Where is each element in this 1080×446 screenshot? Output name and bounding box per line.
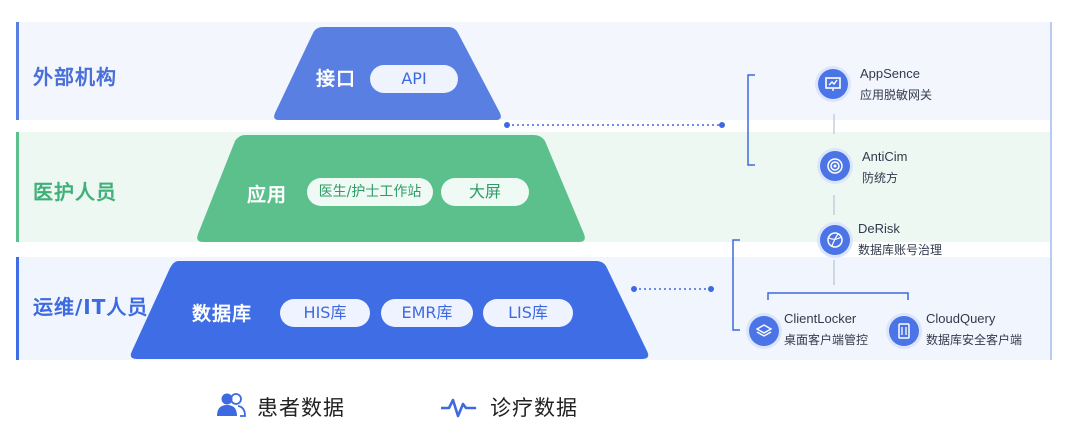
product-desc-appsence: 应用脱敏网关 <box>860 88 933 102</box>
product-name-clientlocker: ClientLocker <box>784 311 857 326</box>
band-external-accent <box>16 22 19 120</box>
product-name-anticim: AntiCim <box>862 149 908 164</box>
product-desc-derisk: 数据库账号治理 <box>858 243 943 257</box>
tier-label-medical: 医护人员 <box>33 180 117 204</box>
tier-title-ops: 数据库 <box>192 303 253 325</box>
globe-network-icon <box>820 225 850 255</box>
band-external <box>16 22 1052 120</box>
product-desc-cloudquery: 数据库安全客户端 <box>926 333 1023 347</box>
legend-label-clinical: 诊疗数据 <box>490 396 578 420</box>
pill-api: API <box>370 65 458 93</box>
band-medical-accent <box>16 132 19 242</box>
pill-lis: LIS库 <box>483 299 573 327</box>
tier-label-external: 外部机构 <box>33 65 117 89</box>
people-icon <box>216 392 246 418</box>
right-border-line <box>1050 22 1052 360</box>
connector-dot-end-bottom <box>708 286 714 292</box>
node-split-bracket <box>767 292 909 300</box>
pill-big-screen: 大屏 <box>441 178 529 206</box>
tier-title-medical: 应用 <box>247 184 288 206</box>
legend-label-patient: 患者数据 <box>257 396 345 420</box>
product-desc-anticim: 防统方 <box>862 171 899 185</box>
tier-title-external: 接口 <box>316 68 357 90</box>
pulse-icon <box>440 394 477 420</box>
tier-label-ops: 运维/IT人员 <box>33 295 149 319</box>
presentation-chart-icon <box>818 69 848 99</box>
product-name-appsence: AppSence <box>860 66 920 81</box>
server-icon <box>889 316 919 346</box>
target-icon <box>820 151 850 181</box>
band-ops-accent <box>16 257 19 360</box>
pill-workstation: 医生/护士工作站 <box>307 178 433 206</box>
bracket-lower <box>732 239 740 331</box>
connector-dot-end-top <box>719 122 725 128</box>
pill-emr: EMR库 <box>381 299 473 327</box>
pill-his: HIS库 <box>280 299 370 327</box>
layers-icon <box>749 316 779 346</box>
product-name-derisk: DeRisk <box>858 221 900 236</box>
product-name-cloudquery: CloudQuery <box>926 311 996 326</box>
bracket-upper <box>747 74 755 166</box>
product-desc-clientlocker: 桌面客户端管控 <box>784 333 869 347</box>
